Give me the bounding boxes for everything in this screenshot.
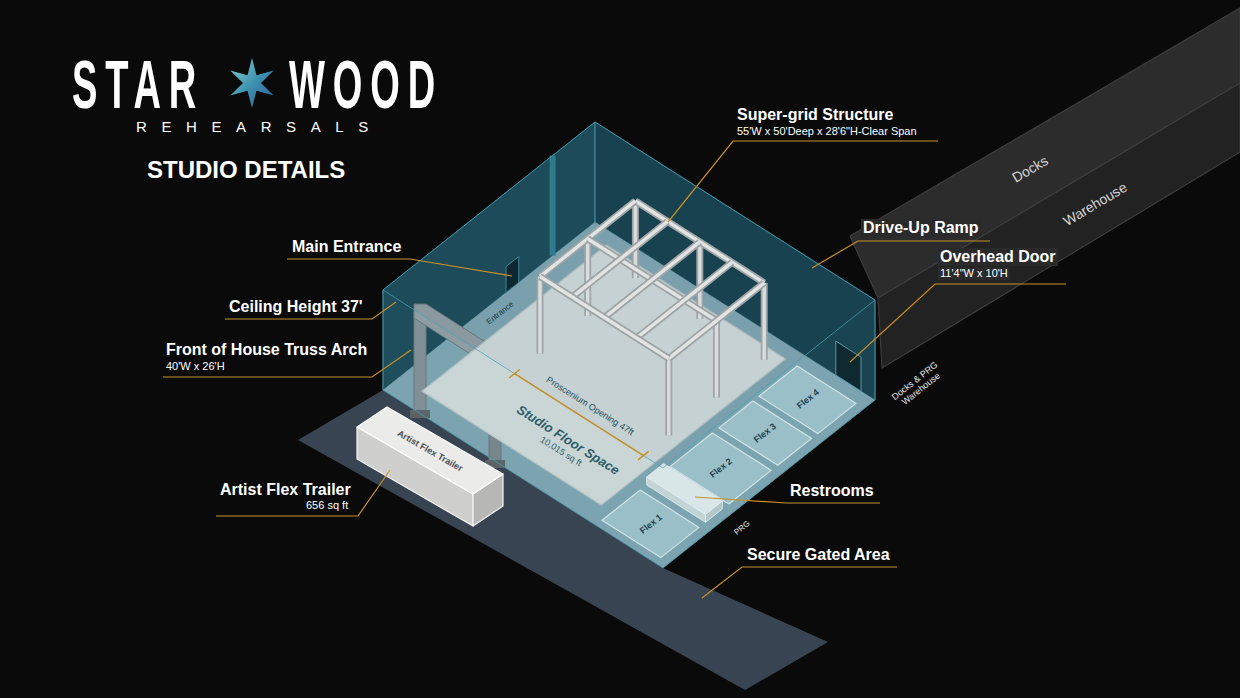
grid-beam: [604, 242, 699, 318]
building-edge: [383, 290, 384, 390]
grid-column: [538, 277, 542, 354]
grid-beam: [635, 201, 764, 283]
dimension-line: [515, 374, 644, 456]
callout-dimension: 656 sq ft: [306, 499, 348, 512]
callout-title: Secure Gated Area: [747, 546, 890, 564]
grid-beam: [540, 277, 669, 359]
callout-dimension: 40'W x 26'H: [166, 360, 225, 373]
logo-tagline: REHEARSALS: [136, 118, 383, 135]
logo-star: [230, 58, 273, 108]
building-edge: [663, 300, 875, 468]
building-edge: [875, 300, 876, 400]
callout-title: Restrooms: [790, 482, 874, 500]
plan-label: PRG: [732, 519, 751, 537]
dimension-tick: [638, 451, 649, 459]
leader-line: [668, 141, 938, 222]
grid-beam: [572, 221, 667, 297]
callout-title: Super-grid Structure: [737, 106, 893, 124]
grid-beam: [604, 242, 699, 318]
grid-beam: [637, 262, 732, 338]
grid-beam: [637, 262, 732, 338]
callout-title: Overhead Door: [938, 248, 1058, 266]
callout-dimension: 55'W x 50'Deep x 28'6"H-Clear Span: [737, 125, 917, 138]
grid-column: [667, 358, 671, 435]
building-edge: [383, 122, 595, 290]
dimension-tick: [509, 370, 520, 378]
grid-beam: [572, 221, 667, 297]
grid-beam: [588, 239, 717, 321]
grid-beam: [588, 239, 717, 321]
callout-dimension: 11'4"W x 10'H: [938, 267, 1010, 280]
leader-line: [287, 259, 512, 276]
callout-title: Front of House Truss Arch: [166, 341, 367, 359]
callout-title: Main Entrance: [292, 238, 401, 256]
page-title: STUDIO DETAILS: [147, 156, 345, 184]
building-edge: [383, 390, 663, 568]
building-edge: [663, 400, 875, 568]
grid-beam: [669, 283, 764, 359]
callout-title: Drive-Up Ramp: [861, 219, 981, 237]
grid-beam: [669, 283, 764, 359]
leader-line: [850, 284, 1066, 362]
grid-column: [665, 358, 672, 435]
logo-wordmark: WOOD: [289, 50, 443, 118]
leader-line: [702, 567, 897, 598]
grid-column: [762, 283, 766, 360]
plan-label: Docks & PRG Warehouse: [887, 358, 948, 413]
building-edge: [595, 122, 596, 222]
grid-beam: [540, 277, 669, 359]
grid-column: [715, 321, 719, 398]
grid-column: [713, 321, 720, 398]
building-edge: [383, 290, 663, 468]
grid-column: [537, 277, 544, 354]
grid-column: [761, 283, 768, 360]
callout-title: Ceiling Height 37': [229, 298, 363, 316]
grid-beam: [635, 201, 764, 283]
logo-wordmark: STAR: [72, 50, 204, 118]
callout-title: Artist Flex Trailer: [220, 481, 351, 499]
leader-line: [216, 470, 390, 516]
